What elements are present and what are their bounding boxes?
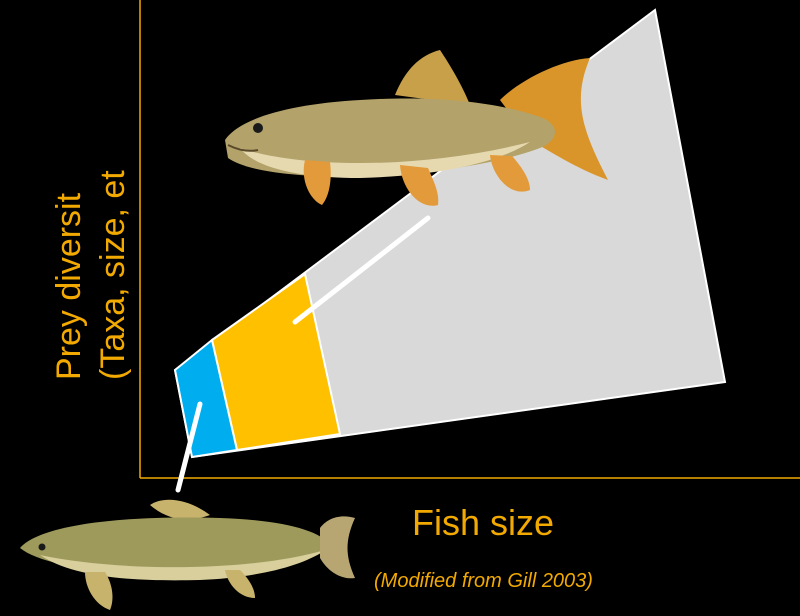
source-credit: (Modified from Gill 2003) [374,570,593,593]
x-axis-label: Fish size [412,502,554,544]
small-fish-image [20,500,355,610]
